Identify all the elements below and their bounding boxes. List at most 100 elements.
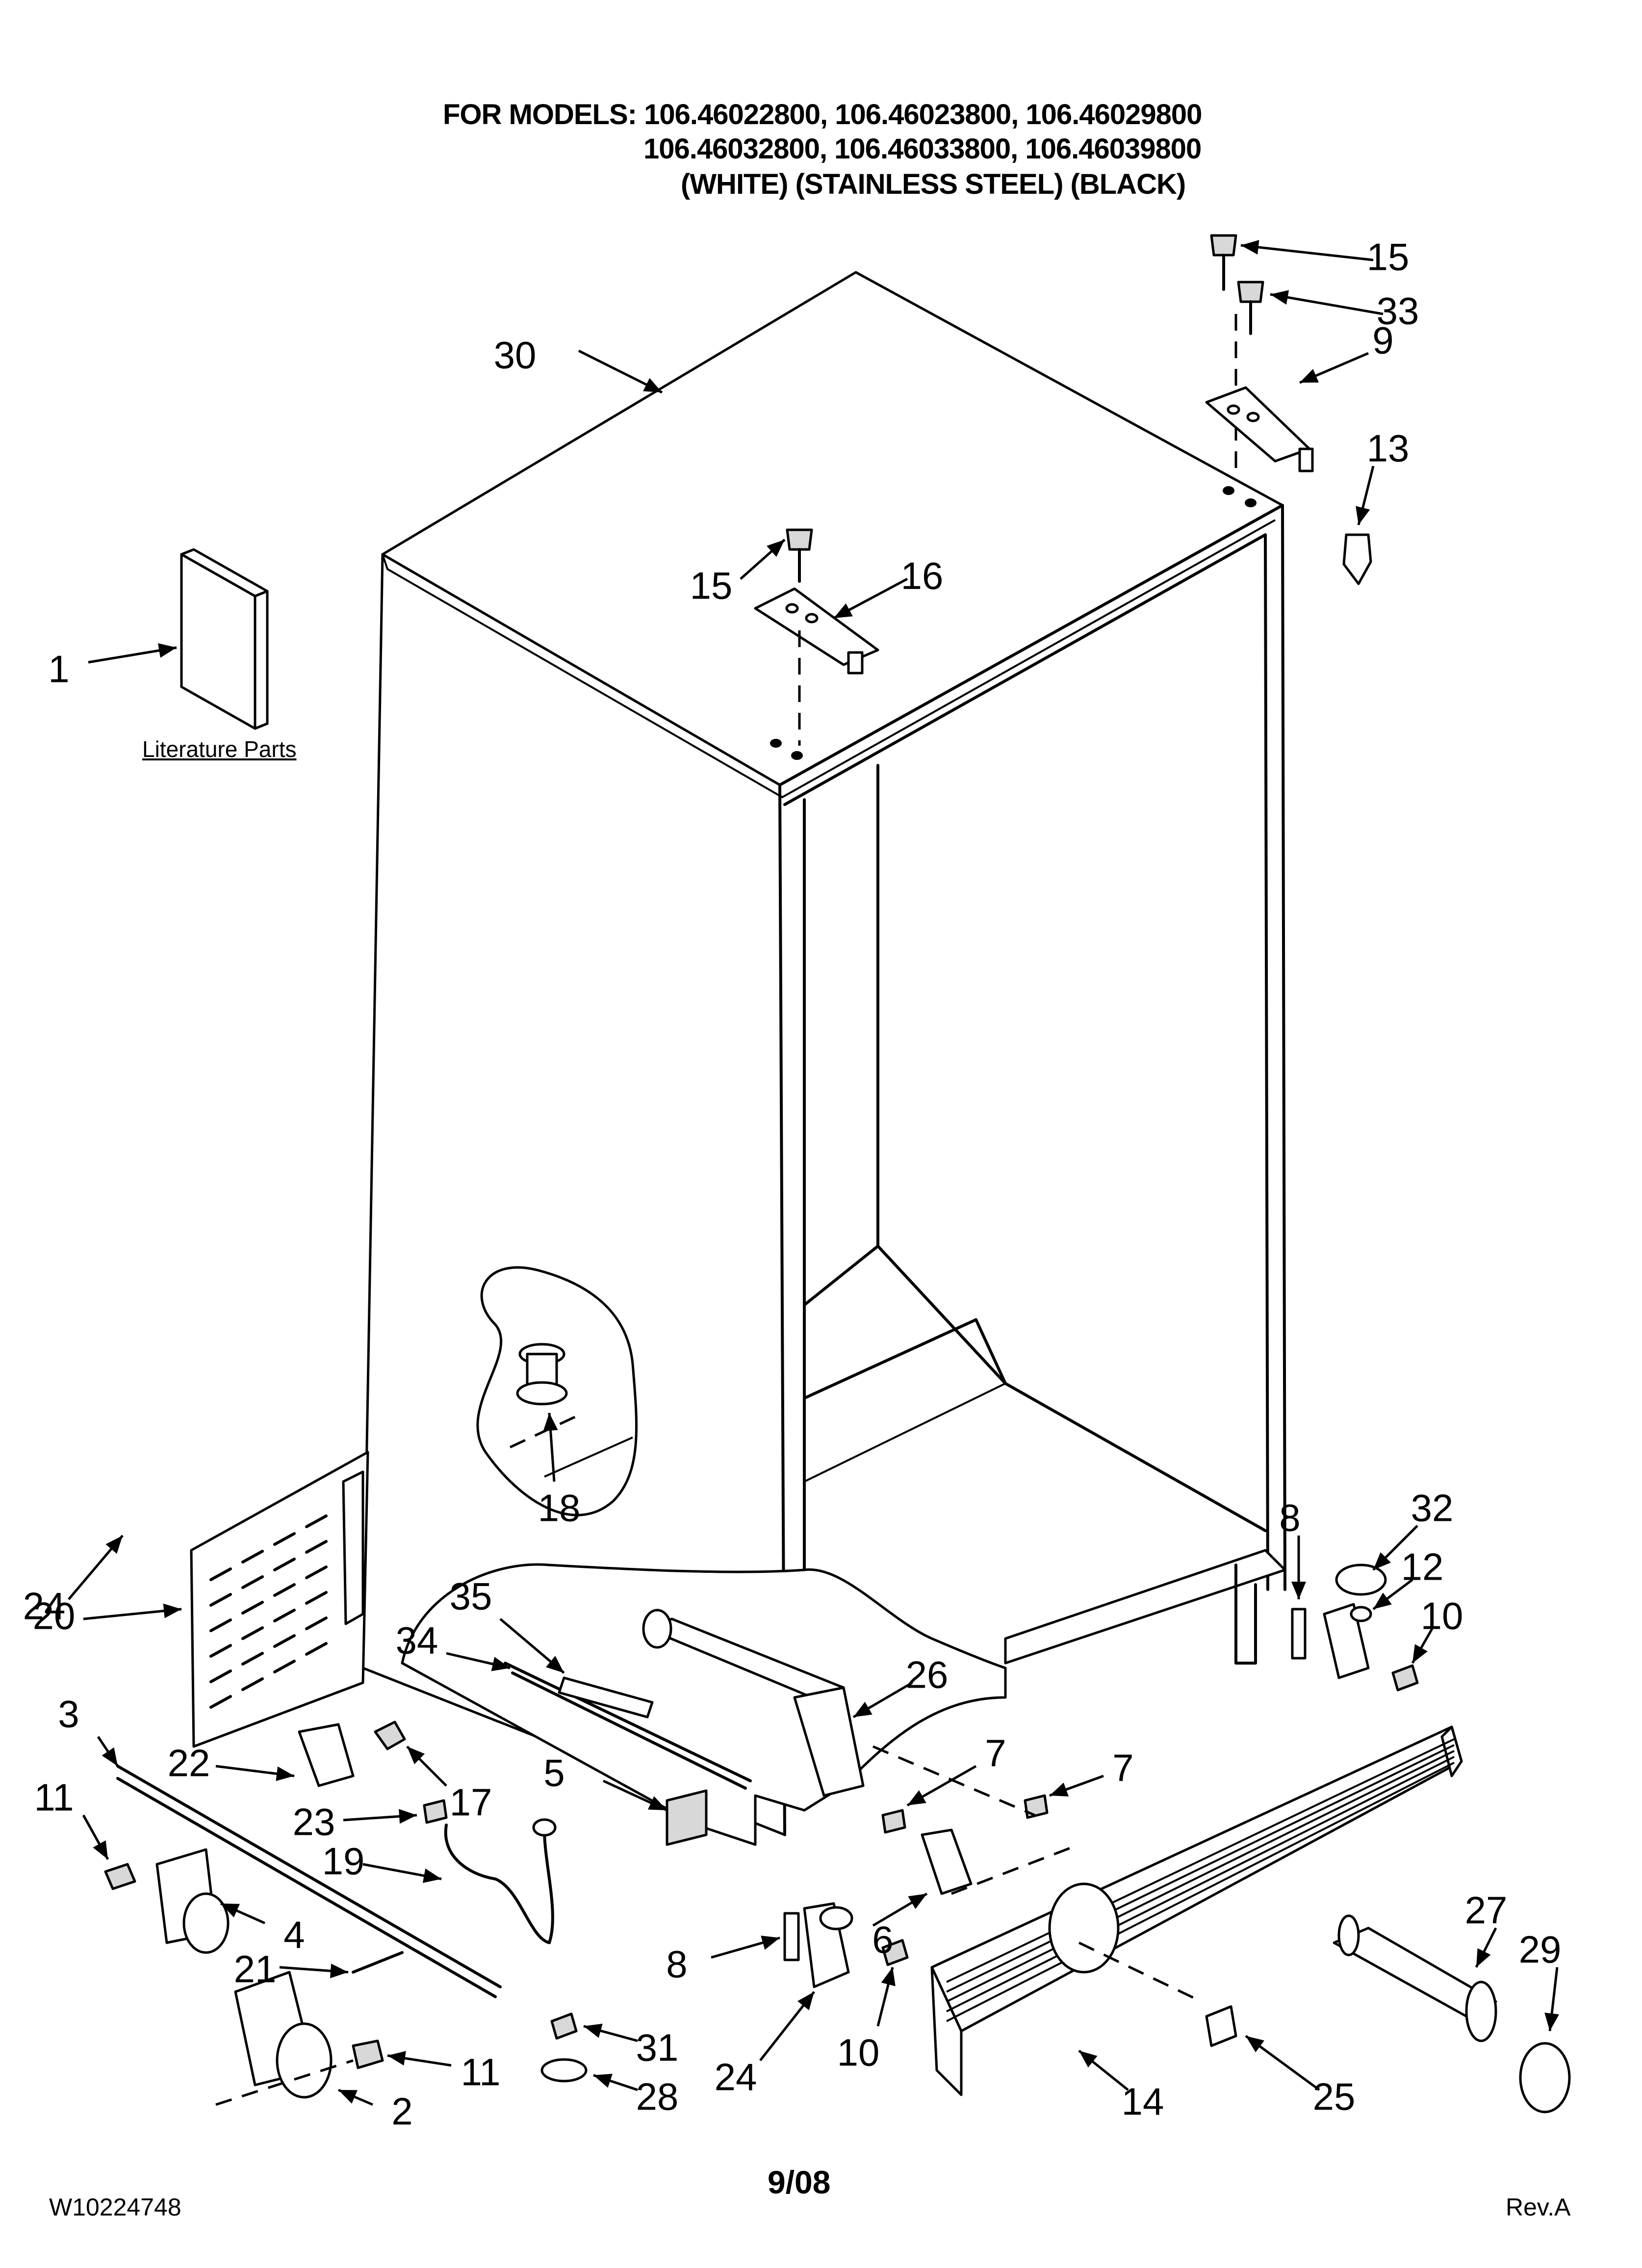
callout-arrowhead-6	[908, 1894, 927, 1909]
literature-parts-label: Literature Parts	[142, 736, 297, 762]
left-lower-parts	[104, 1721, 557, 2106]
callout-label-7: 7	[1112, 1747, 1133, 1790]
callout-arrowhead-23	[399, 1809, 417, 1824]
callout-label-13: 13	[1367, 427, 1410, 470]
callout-arrowhead-35	[545, 1656, 564, 1673]
vent-slot	[305, 1540, 328, 1554]
right-lower-parts	[930, 1564, 1571, 2113]
callout-arrowhead-19	[422, 1868, 441, 1883]
callout-arrowhead-25	[1246, 2036, 1264, 2053]
callout-label-26: 26	[906, 1653, 949, 1696]
callout-label-32: 32	[1411, 1486, 1454, 1530]
callout-arrowhead-8	[761, 1935, 780, 1950]
refrigerator-cabinet	[361, 271, 1286, 1836]
callout-arrowhead-7	[1050, 1782, 1069, 1797]
callout-arrowhead-28	[593, 2074, 613, 2088]
vent-slot	[305, 1642, 328, 1656]
callout-arrowhead-9	[1300, 369, 1319, 383]
callout-label-18: 18	[538, 1486, 581, 1530]
callout-label-34: 34	[396, 1619, 438, 1662]
callout-label-10: 10	[837, 2031, 880, 2074]
callout-arrow-15	[1240, 244, 1374, 261]
callout-arrowhead-27	[1476, 1948, 1491, 1967]
literature-booklet	[180, 548, 269, 730]
rear-access-panel	[190, 1451, 369, 1748]
vent-slot	[209, 1695, 232, 1709]
revision-label: Rev.A	[1506, 2193, 1571, 2221]
grille-rib	[946, 1762, 1455, 2022]
callout-label-25: 25	[1313, 2075, 1356, 2118]
vent-slot	[305, 1591, 328, 1605]
callout-arrowhead-31	[584, 2024, 603, 2038]
callout-label-17: 17	[450, 1781, 492, 1824]
callout-label-24: 24	[23, 1585, 66, 1628]
callout-arrowhead-21	[330, 1963, 348, 1979]
vent-slot	[305, 1565, 328, 1579]
vent-slot	[209, 1669, 232, 1683]
callout-label-27: 27	[1465, 1889, 1508, 1932]
vent-slot	[241, 1575, 264, 1589]
vent-slot	[209, 1618, 232, 1632]
grille-rib	[946, 1738, 1455, 1983]
callout-arrowhead-11	[387, 2051, 406, 2066]
callout-arrow-33	[1270, 293, 1384, 315]
callout-arrowhead-8	[1291, 1582, 1306, 1599]
callout-label-21: 21	[234, 1948, 277, 1991]
vent-slot	[241, 1677, 264, 1691]
callout-label-15: 15	[1367, 235, 1410, 279]
callout-arrowhead-3	[102, 1747, 118, 1766]
grille-rib	[946, 1756, 1455, 2012]
callout-label-30: 30	[494, 334, 537, 377]
vent-slot	[241, 1550, 264, 1564]
grille-rib	[946, 1750, 1455, 2003]
callout-label-23: 23	[293, 1800, 335, 1844]
callout-arrowhead-18	[543, 1413, 558, 1431]
center-lower-parts	[540, 1745, 1079, 2083]
vent-slot	[273, 1532, 296, 1546]
header-line-1: FOR MODELS: 106.46022800, 106.46023800, …	[443, 99, 1202, 130]
center-hinge-assembly	[754, 528, 879, 746]
callout-arrowhead-10	[1412, 1644, 1428, 1663]
vent-slot	[209, 1567, 232, 1581]
vent-slot	[273, 1583, 296, 1597]
callout-arrowhead-34	[491, 1657, 510, 1671]
grille-rib	[946, 1744, 1455, 1993]
callout-label-14: 14	[1122, 2080, 1164, 2123]
vent-slot	[273, 1609, 296, 1622]
callout-arrows	[68, 240, 1560, 2106]
callout-arrowhead-15	[767, 540, 785, 557]
callout-label-28: 28	[636, 2075, 679, 2118]
callout-label-8: 8	[666, 1943, 687, 1986]
callout-label-6: 6	[872, 1918, 893, 1961]
callout-label-2: 2	[391, 2090, 412, 2133]
vent-slot	[241, 1652, 264, 1666]
vent-slot	[241, 1626, 264, 1640]
callout-arrowhead-14	[1079, 2051, 1098, 2068]
callout-arrowhead-15	[1241, 240, 1259, 255]
document-number: W10224748	[49, 2193, 181, 2221]
callout-arrowhead-4	[221, 1903, 240, 1918]
callout-arrowhead-24	[797, 1992, 814, 2010]
callout-label-10: 10	[1421, 1594, 1463, 1638]
callout-arrowhead-30	[643, 378, 662, 392]
callout-label-3: 3	[58, 1693, 79, 1736]
vent-slot	[209, 1593, 232, 1607]
callout-arrowhead-17	[407, 1747, 425, 1765]
callout-label-1: 1	[48, 648, 69, 691]
callout-arrowhead-11	[93, 1840, 108, 1859]
callout-label-11: 11	[461, 2051, 501, 2094]
callout-arrowhead-7	[907, 1790, 926, 1805]
callout-label-19: 19	[322, 1840, 365, 1883]
callout-label-35: 35	[450, 1575, 492, 1618]
callout-label-22: 22	[168, 1742, 210, 1785]
callout-arrowhead-16	[834, 603, 853, 618]
callout-label-16: 16	[901, 554, 944, 598]
vent-slot	[305, 1514, 328, 1528]
vent-slot	[273, 1660, 296, 1673]
inset-part-18	[476, 1266, 638, 1516]
callout-arrowhead-24	[105, 1536, 123, 1554]
callout-arrowhead-26	[853, 1701, 872, 1717]
callout-label-24: 24	[715, 2056, 757, 2099]
